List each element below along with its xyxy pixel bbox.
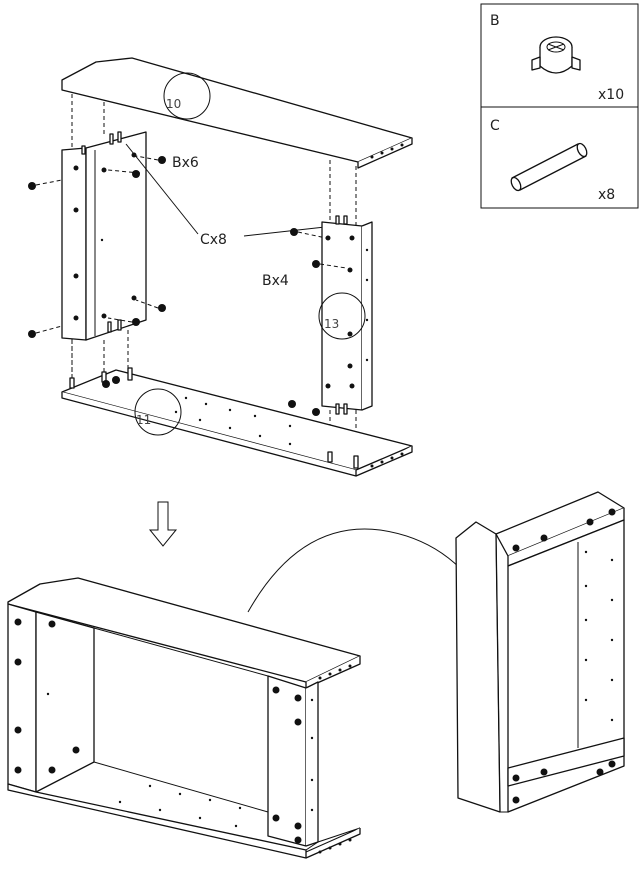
cam-lock-icon — [531, 36, 581, 74]
left-cam-locks — [28, 155, 166, 338]
rotate-arrow-icon — [247, 528, 491, 613]
assembled-view — [7, 577, 361, 859]
parts-box: B x10 C x8 — [480, 3, 639, 209]
down-arrow-icon — [148, 501, 178, 547]
right-cam-locks — [288, 228, 347, 416]
part-b-letter: B — [490, 13, 500, 29]
part-number-13: 13 — [324, 317, 339, 331]
upright-view — [455, 491, 625, 813]
callout-bx6: Bx6 — [172, 155, 199, 171]
part-b-qty: x10 — [598, 87, 624, 103]
callout-bx4: Bx4 — [262, 273, 289, 289]
top-panel — [61, 57, 413, 169]
right-side-panel — [321, 215, 373, 415]
part-c-qty: x8 — [598, 187, 615, 203]
part-number-circle-10 — [163, 72, 211, 120]
part-number-11: 11 — [136, 413, 151, 427]
exploded-view: 10 — [28, 57, 413, 477]
part-c-letter: C — [490, 118, 500, 134]
part-number-10: 10 — [166, 97, 181, 111]
part-number-circle-11 — [134, 388, 182, 436]
left-side-panel — [61, 131, 147, 341]
part-number-circle-13 — [318, 292, 366, 340]
wooden-dowel-icon — [510, 142, 588, 192]
callout-cx8: Cx8 — [200, 232, 227, 248]
